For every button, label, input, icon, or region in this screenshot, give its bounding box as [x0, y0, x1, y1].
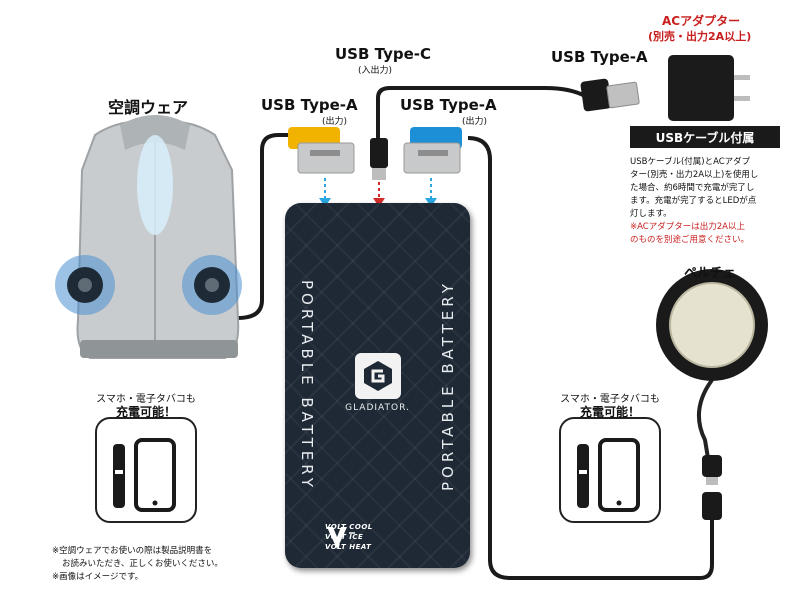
port-c-title: USB Type-C — [335, 45, 432, 63]
cable-desc-line: ター(別売・出力2A以上)を使用し — [630, 170, 759, 180]
peltier-title: ペルチェ — [684, 266, 737, 281]
port-a-right-sub: (出力) — [462, 117, 488, 127]
cable-label: USBケーブル付属 — [630, 126, 780, 148]
charge-right-line1: スマホ・電子タバコも — [560, 394, 660, 405]
adapter-subtitle: (別売・出力2A以上) — [648, 30, 752, 43]
charge-box-left — [95, 417, 197, 523]
cable-desc-line: た場合、約6時間で充電が完了し — [630, 183, 755, 193]
volt-logo-icon — [327, 527, 355, 549]
e-cigarette-icon-left — [113, 444, 125, 508]
vest-title: 空調ウェア — [108, 98, 189, 117]
usb-a-connector-yellow — [288, 127, 355, 174]
charge-left-line1: スマホ・電子タバコも — [96, 394, 196, 405]
footnote-line: ※空調ウェアでお使いの際は製品説明書を — [52, 546, 213, 556]
ac-adapter-icon — [668, 55, 750, 121]
footnote-line: お読みいただき、正しくお使いください。 — [62, 559, 223, 569]
cable-warning-line: ※ACアダプターは出力2A以上 — [630, 222, 745, 232]
arrowhead-type-c — [373, 198, 385, 207]
vest-image — [55, 115, 242, 359]
cable-desc-line: 灯します。 — [630, 209, 672, 219]
battery-side-text-right: PORTABLE BATTERY — [439, 280, 457, 491]
e-cigarette-icon-right — [577, 444, 589, 508]
peltier-device-image — [656, 269, 768, 381]
smartphone-icon-left — [134, 438, 176, 512]
battery-brand: GLADIATOR. — [345, 403, 410, 413]
port-a-left-title: USB Type-A — [261, 96, 358, 114]
volt-line-ice: VOLT ICE — [325, 533, 364, 541]
footnote-line: ※画像はイメージです。 — [52, 572, 144, 582]
smartphone-icon-right — [598, 438, 640, 512]
port-c-sub: (入出力) — [358, 66, 393, 76]
usb-a-connector-blue — [403, 127, 462, 174]
vest-cable — [237, 133, 292, 320]
gladiator-logo-icon — [355, 353, 401, 399]
port-a-right-title: USB Type-A — [400, 96, 497, 114]
cable-desc-line: ます。充電が完了するとLEDが点 — [630, 196, 757, 206]
volt-line-cool: VOLT COOL — [325, 523, 373, 531]
port-a-left-sub: (出力) — [322, 117, 348, 127]
adapter-cable — [376, 86, 586, 140]
charge-right-line2: 充電可能！ — [579, 405, 640, 419]
arrowhead-blue-port — [425, 198, 437, 207]
charge-box-right — [559, 417, 661, 523]
arrowhead-yellow-port — [319, 198, 331, 207]
peltier-short-cable — [696, 378, 714, 471]
cable-desc-line: USBケーブル(付属)とACアダプ — [630, 157, 751, 167]
portable-battery: PORTABLE BATTERY PORTABLE BATTERY GLADIA… — [285, 203, 470, 568]
volt-line-heat: VOLT HEAT — [325, 543, 372, 551]
cable-warning-line: のものを別途ご用意ください。 — [630, 235, 750, 245]
port-a-cable-title: USB Type-A — [551, 48, 648, 66]
peltier-usb-c-connector — [702, 455, 722, 520]
usb-c-connector — [370, 138, 388, 180]
usb-a-plug-adapter — [580, 78, 640, 112]
peltier-cable — [467, 136, 714, 580]
battery-side-text-left: PORTABLE BATTERY — [298, 280, 316, 491]
cable-description: USBケーブル(付属)とACアダプ ター(別売・出力2A以上)を使用し た場合、… — [630, 156, 790, 247]
adapter-title: ACアダプター — [662, 14, 741, 28]
footnotes: ※空調ウェアでお使いの際は製品説明書を お読みいただき、正しくお使いください。 … — [52, 545, 223, 584]
charge-left-line2: 充電可能！ — [115, 405, 176, 419]
